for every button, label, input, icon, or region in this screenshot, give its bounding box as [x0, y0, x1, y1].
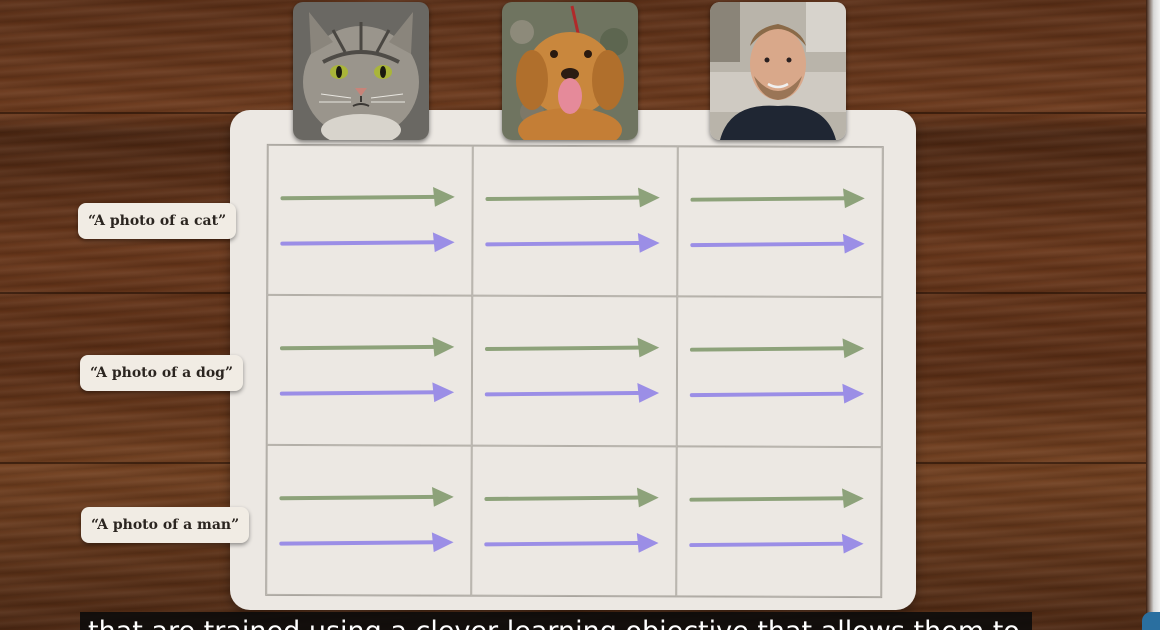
grid-cell — [677, 146, 883, 298]
image-embedding-arrow — [689, 338, 865, 359]
grid-cell — [676, 446, 882, 598]
text-embedding-arrow — [689, 533, 864, 554]
text-label-cat: “A photo of a cat” — [78, 203, 237, 239]
text-embedding-arrow — [484, 383, 660, 403]
text-embedding-arrow — [485, 233, 660, 253]
corner-badge-icon — [1142, 612, 1160, 630]
grid-cell — [676, 296, 883, 448]
text-embedding-arrow — [484, 533, 659, 553]
text-embedding-arrow — [280, 232, 455, 253]
cat-photo — [293, 2, 429, 140]
dog-photo — [502, 2, 638, 140]
image-embedding-arrow — [484, 337, 660, 358]
grid-cell — [266, 444, 472, 596]
grid-cell — [267, 144, 473, 296]
image-embedding-arrow — [279, 486, 454, 507]
image-embedding-arrow — [485, 187, 660, 208]
text-label-man: “A photo of a man” — [81, 507, 250, 543]
text-label-dog: “A photo of a dog” — [80, 355, 243, 391]
screen-edge — [1146, 0, 1160, 630]
caption-text: that are trained using a clever learning… — [88, 616, 1020, 630]
grid-cell — [471, 445, 677, 597]
image-embedding-arrow — [280, 186, 455, 207]
similarity-grid — [265, 143, 884, 599]
image-embedding-arrow — [484, 487, 659, 508]
grid-cell — [471, 295, 678, 447]
grid-cell — [472, 145, 678, 297]
text-embedding-arrow — [689, 383, 865, 404]
image-embedding-arrow — [690, 188, 865, 209]
whiteboard — [230, 110, 916, 610]
grid-cell — [266, 294, 473, 446]
image-embedding-arrow — [689, 488, 864, 509]
text-embedding-arrow — [690, 233, 865, 254]
text-embedding-arrow — [279, 382, 455, 403]
man-photo — [710, 2, 846, 140]
image-embedding-arrow — [279, 336, 455, 357]
video-caption: that are trained using a clever learning… — [80, 612, 1032, 630]
text-embedding-arrow — [279, 532, 454, 553]
